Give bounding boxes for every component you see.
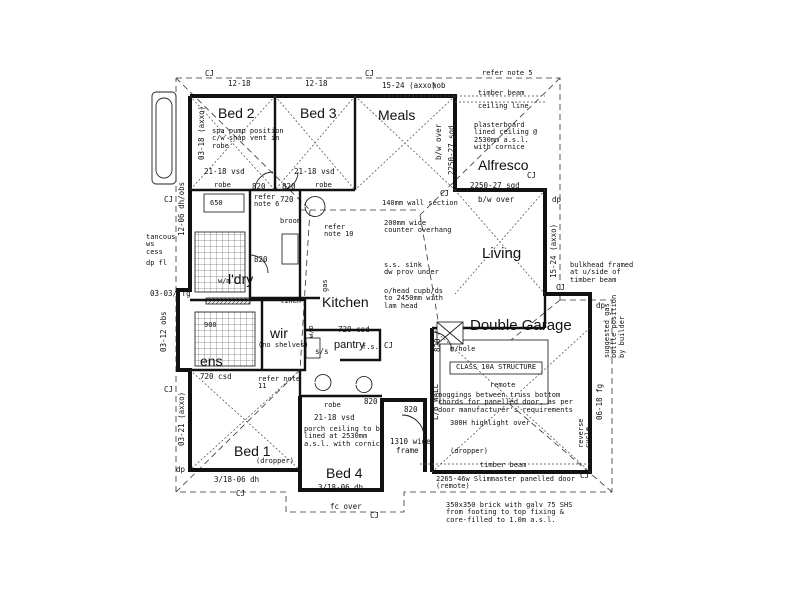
- timber-beam-lines: [380, 95, 590, 465]
- external-walls: [176, 94, 592, 492]
- ensuite-tiles: [194, 311, 256, 367]
- linen-shelf: [205, 297, 251, 305]
- bathtub: [151, 91, 177, 185]
- roof-outline: [175, 77, 613, 513]
- alfresco-diagonals: [454, 189, 546, 295]
- bed1-diagonals: [189, 369, 301, 471]
- bed3-diagonals: [274, 95, 356, 191]
- class-structure-label-box: [449, 361, 543, 375]
- bed2-diagonals: [189, 95, 276, 191]
- pantry-fridge: [305, 337, 321, 359]
- meals-diagonals: [354, 95, 456, 191]
- manhole-cross: [436, 321, 464, 345]
- door-swings: [249, 171, 453, 438]
- vanity-unit: [203, 193, 245, 213]
- laundry-tiles: [194, 231, 246, 293]
- broom-cupboard: [281, 233, 299, 265]
